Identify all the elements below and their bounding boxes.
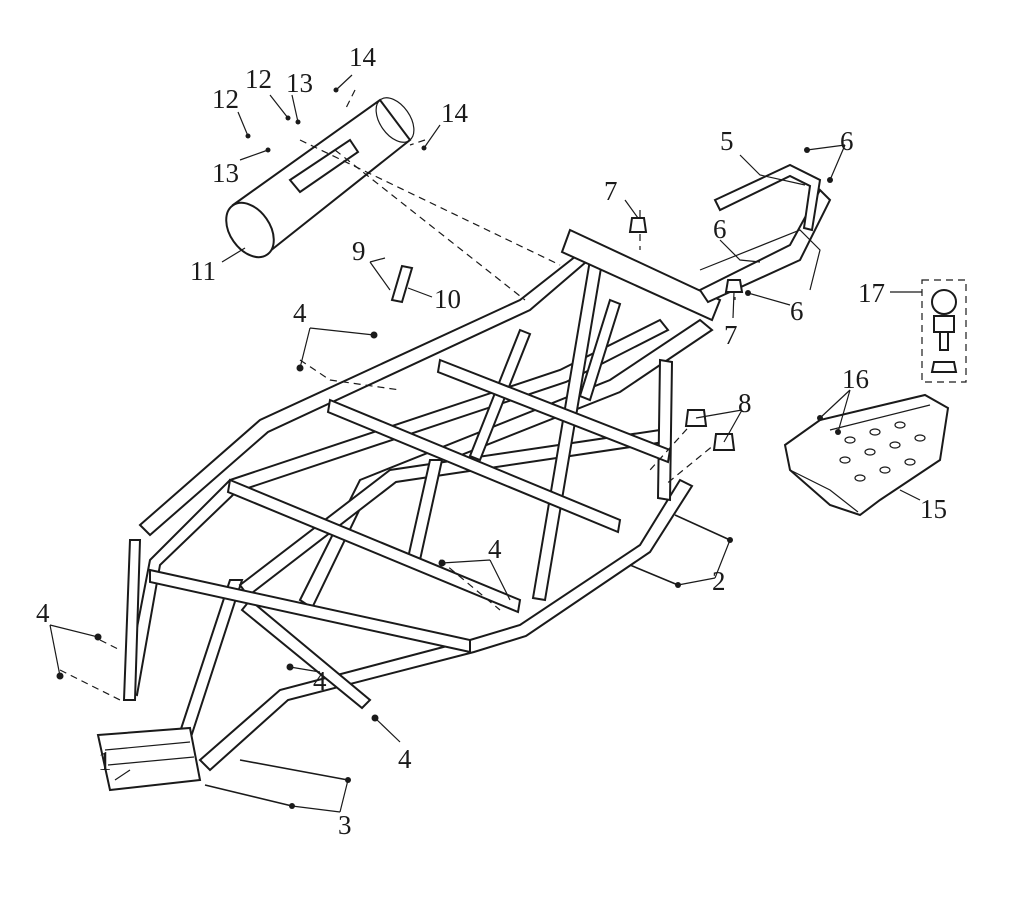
callout-7-lower: 7: [724, 320, 738, 350]
callout-4-mid: 4: [488, 534, 502, 564]
callout-6-lower: 6: [790, 296, 804, 326]
callout-9: 9: [352, 236, 366, 266]
callout-labels: 1 2 3 4 4 4 4 4 5 6 6 6 7 7 8 9 10 11 12…: [36, 42, 947, 840]
frame-cross-diagonal-2: [240, 598, 372, 710]
callout-4-left: 4: [36, 598, 50, 628]
callout-5: 5: [720, 126, 734, 156]
nut-7-b: [724, 279, 744, 293]
rear-carrier-plate: [560, 228, 722, 322]
callout-7-top: 7: [604, 176, 618, 206]
callout-12-left: 12: [212, 84, 239, 114]
callout-12-top: 12: [245, 64, 272, 94]
hitch-ball-part17: [921, 279, 967, 383]
cylinder-bracket: [288, 138, 360, 194]
callout-3: 3: [338, 810, 352, 840]
leader-lines: [49, 74, 922, 813]
frame-rear-diagonal: [578, 298, 622, 402]
hitch-ball-nut: [930, 361, 958, 373]
callout-4-bottom: 4: [398, 744, 412, 774]
front-bracket-detail: [104, 741, 195, 766]
hitch-ball-box: [921, 279, 967, 383]
skid-plate-body: [783, 393, 950, 517]
floor-cross-1: [149, 568, 471, 654]
callout-16: 16: [842, 364, 869, 394]
main-frame: [96, 163, 832, 792]
floor-cross-3: [326, 398, 622, 534]
frame-front-post-left: [122, 539, 142, 701]
bolt-3-upper: [239, 759, 349, 781]
callout-10: 10: [434, 284, 461, 314]
rear-subframe-lower: [699, 229, 821, 291]
hitch-ball-head: [931, 289, 957, 315]
callout-8: 8: [738, 388, 752, 418]
callout-4-top: 4: [293, 298, 307, 328]
bolt-3-lower: [204, 784, 293, 807]
cylinder-end-cap: [225, 201, 275, 259]
bolt-2-upper: [674, 514, 731, 541]
callout-11: 11: [190, 256, 216, 286]
callout-2: 2: [712, 566, 726, 596]
frame-front-post-right: [176, 579, 244, 742]
callout-1: 1: [98, 746, 112, 776]
callout-13-left: 13: [212, 158, 239, 188]
callout-6-top: 6: [840, 126, 854, 156]
floor-cross-4: [436, 358, 672, 464]
rear-subframe-part5: [698, 188, 832, 304]
skid-plate-part15: [783, 393, 950, 517]
nut-7-a: [628, 217, 648, 233]
hitch-ball-shank: [939, 331, 949, 351]
callout-15: 15: [920, 494, 947, 524]
front-bracket-block: [96, 726, 202, 792]
bolt-2-lower: [629, 564, 679, 586]
callout-6-mid: 6: [713, 214, 727, 244]
clip-part10: [390, 264, 414, 304]
floor-cross-2: [226, 478, 522, 614]
frame-mid-post-3: [656, 358, 674, 502]
assembly-lines: [59, 89, 736, 701]
skid-plate-edge: [789, 404, 931, 513]
callout-14-top: 14: [349, 42, 377, 72]
callout-13-top: 13: [286, 68, 313, 98]
skid-plate-holes: [839, 421, 926, 482]
callout-14-right: 14: [441, 98, 469, 128]
hitch-ball-collar: [933, 315, 955, 333]
rear-subframe-arm: [713, 163, 822, 232]
cylinder-far-end: [375, 97, 415, 143]
cylinder-part11: [225, 97, 415, 259]
callout-17: 17: [858, 278, 885, 308]
callout-4-lower: 4: [313, 666, 327, 696]
frame-lower-rail-left: [123, 318, 670, 697]
